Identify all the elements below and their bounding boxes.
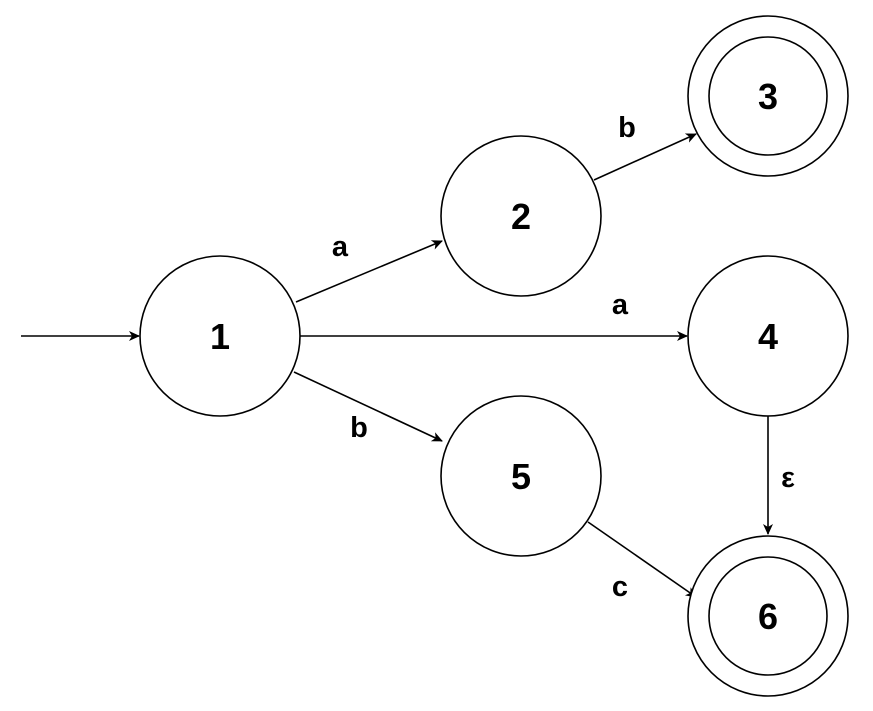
transition-label-1-to-4: a <box>612 289 629 321</box>
state-1: 1 <box>139 255 301 417</box>
transition-label-1-to-5: b <box>350 412 368 444</box>
state-label-3: 3 <box>758 76 778 117</box>
state-2: 2 <box>440 135 602 297</box>
transition-label-4-to-6: ε <box>781 462 795 494</box>
accepting-ring-3 <box>708 36 828 156</box>
state-4: 4 <box>687 255 849 417</box>
transition-label-1-to-2: a <box>332 231 349 263</box>
transition-5-to-6 <box>587 521 697 598</box>
state-6-accepting: 6 <box>687 535 849 697</box>
transition-1-to-2 <box>295 240 443 303</box>
transition-1-to-5 <box>293 371 443 442</box>
state-label-1: 1 <box>210 316 230 357</box>
transition-label-2-to-3: b <box>618 112 636 144</box>
state-5: 5 <box>440 395 602 557</box>
state-label-5: 5 <box>511 456 531 497</box>
state-3-accepting: 3 <box>687 15 849 177</box>
transition-label-5-to-6: c <box>612 571 628 603</box>
accepting-ring-6 <box>708 556 828 676</box>
state-label-4: 4 <box>758 316 778 357</box>
state-label-6: 6 <box>758 596 778 637</box>
transition-2-to-3 <box>593 133 697 181</box>
state-label-2: 2 <box>511 196 531 237</box>
